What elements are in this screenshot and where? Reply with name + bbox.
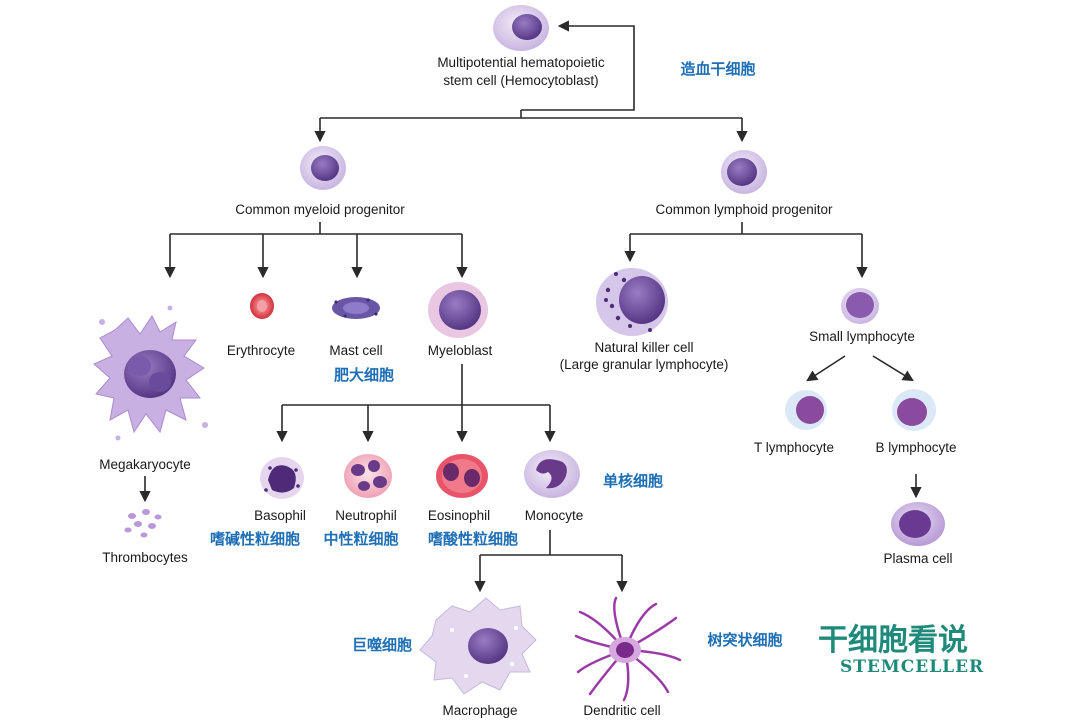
plasma-cell-illustration [891,502,945,546]
hsc-label-line2: stem cell (Hemocytoblast) [443,73,598,88]
macrophage-cn-label: 巨噬细胞 [352,636,412,654]
logo-cn-text: 干细胞看说 [818,623,968,658]
lymphoid-progenitor-illustration [721,150,767,194]
erythrocyte-illustration [250,293,274,319]
logo-en-text: STEMCELLER [840,657,984,677]
megakaryocyte-label: Megakaryocyte [99,457,191,472]
small-lymphocyte-illustration [841,288,879,324]
megakaryocyte-illustration [93,305,208,441]
dendritic-cell-cn-label: 树突状细胞 [707,631,782,649]
dendritic-cell-illustration [574,596,682,702]
eosinophil-label: Eosinophil [428,508,490,523]
monocyte-illustration [524,450,580,498]
neutrophil-label: Neutrophil [335,508,397,523]
mast-cell-label: Mast cell [329,343,382,358]
monocyte-cn-label: 单核细胞 [603,472,663,490]
basophil-label: Basophil [254,508,306,523]
myeloblast-illustration [428,282,488,338]
lymphoid-progenitor-label: Common lymphoid progenitor [655,202,833,217]
nk-cell-label-line1: Natural killer cell [594,340,693,355]
hsc-cn-label: 造血干细胞 [680,60,755,78]
thrombocytes-illustration [124,509,162,538]
basophil-illustration [260,457,304,499]
plasma-cell-label: Plasma cell [883,551,952,566]
stemceller-logo: 干细胞看说 STEMCELLER [818,623,984,677]
thrombocytes-label: Thrombocytes [102,550,188,565]
hsc-cell-illustration [493,5,549,51]
erythrocyte-label: Erythrocyte [227,343,295,358]
macrophage-illustration [419,597,537,695]
connector-lines [139,20,922,593]
t-lymphocyte-illustration [785,390,827,430]
hsc-label-line1: Multipotential hematopoietic [437,55,605,70]
nk-cell-label-line2: (Large granular lymphocyte) [560,357,729,372]
mast-cell-cn-label: 肥大细胞 [334,366,394,384]
eosinophil-illustration [436,454,488,498]
macrophage-label: Macrophage [442,703,517,718]
dendritic-cell-label: Dendritic cell [583,703,660,718]
neutrophil-illustration [344,454,392,498]
basophil-cn-label: 嗜碱性粒细胞 [210,530,300,548]
t-lymphocyte-label: T lymphocyte [754,440,834,455]
myeloblast-label: Myeloblast [428,343,493,358]
monocyte-label: Monocyte [525,508,584,523]
nk-cell-illustration [596,268,668,336]
neutrophil-cn-label: 中性粒细胞 [323,530,398,548]
mast-cell-illustration [332,297,380,319]
eosinophil-cn-label: 嗜酸性粒细胞 [428,530,518,548]
small-lymphocyte-label: Small lymphocyte [809,329,915,344]
myeloid-progenitor-label: Common myeloid progenitor [235,202,405,217]
myeloid-progenitor-illustration [300,146,346,190]
b-lymphocyte-label: B lymphocyte [875,440,956,455]
b-lymphocyte-illustration [892,389,936,431]
